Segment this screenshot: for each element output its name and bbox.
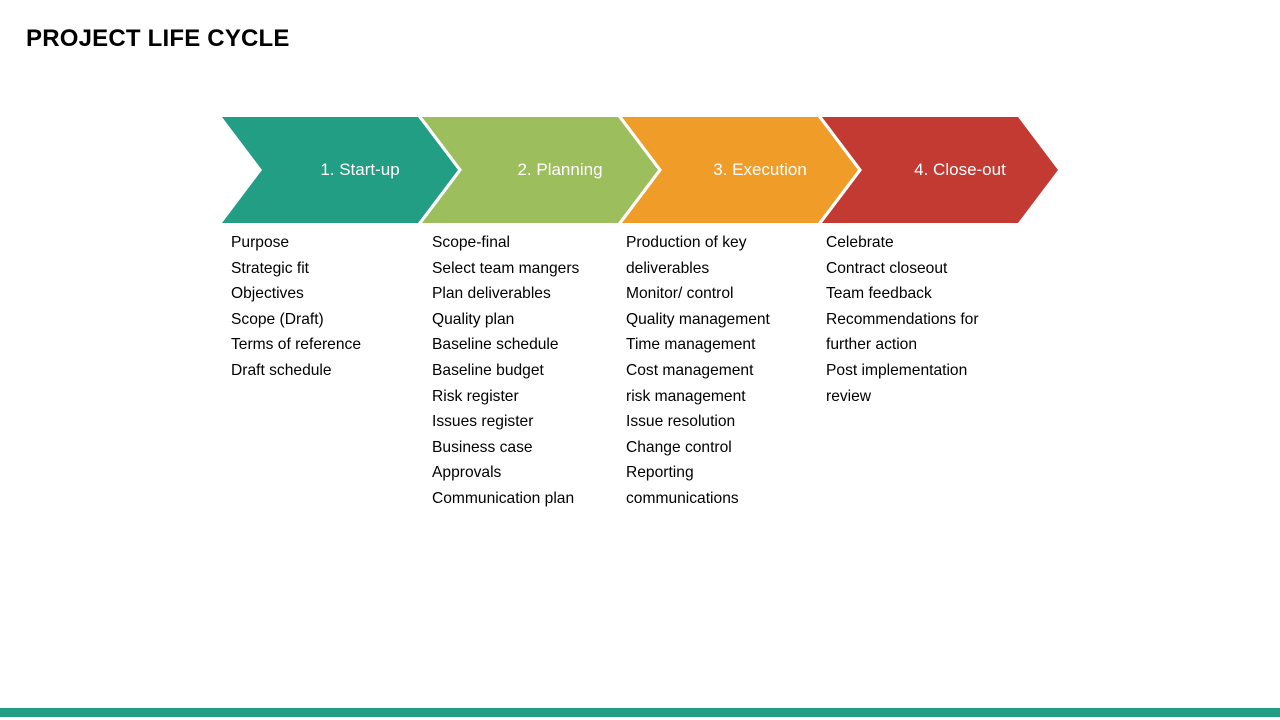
phase-detail-item: Change control xyxy=(626,438,732,456)
chevron-arrow-icon xyxy=(222,117,458,223)
phase-detail-item: Production of key deliverables xyxy=(626,234,747,277)
phase-chevron-label: 1. Start-up xyxy=(320,160,400,179)
chevron-arrow-icon xyxy=(422,117,658,223)
phase-detail-item: Business case xyxy=(432,438,533,456)
phase-detail-item: Scope (Draft) xyxy=(231,310,324,328)
phase-detail-item: Post implementation review xyxy=(826,361,968,405)
phase-detail-item: Celebrate xyxy=(826,234,894,251)
phase-detail-item: Approvals xyxy=(432,464,502,482)
phase-detail-item: Purpose xyxy=(231,234,290,251)
phase-chevron-planning[interactable]: 2. Planning xyxy=(422,117,658,223)
chevron-arrow-icon xyxy=(622,117,858,223)
phase-chevron-label: 3. Execution xyxy=(713,160,807,179)
phase-detail-item: Recommendations for further action xyxy=(826,310,979,354)
phase-detail-item: Quality plan xyxy=(432,310,515,328)
phase-chevron-closeout[interactable]: 4. Close-out xyxy=(822,117,1058,223)
phase-detail-item: Select team mangers xyxy=(432,259,580,277)
phase-detail-item: Baseline budget xyxy=(432,361,544,379)
phase-detail-item: Draft schedule xyxy=(231,361,332,379)
phase-detail-item: Strategic fit xyxy=(231,259,309,277)
phase-chevron-label: 4. Close-out xyxy=(914,160,1006,179)
phase-detail-item: communications xyxy=(626,489,739,507)
page-title: PROJECT LIFE CYCLE xyxy=(26,25,290,52)
phase-detail-item: Communication plan xyxy=(432,489,575,507)
phase-detail-item: Monitor/ control xyxy=(626,285,734,303)
phase-detail-item: Scope-final xyxy=(432,234,511,251)
phase-detail-item: Baseline schedule xyxy=(432,336,559,354)
phase-detail-item: Objectives xyxy=(231,285,304,303)
phase-detail-item: risk management xyxy=(626,387,746,405)
phase-detail-item: Time management xyxy=(626,336,756,354)
phase-detail-item: Issues register xyxy=(432,413,534,431)
phase-detail-item: Plan deliverables xyxy=(432,285,551,303)
phase-detail-item: Team feedback xyxy=(826,285,932,303)
chevron-arrow-icon xyxy=(822,117,1058,223)
phase-detail-item: Quality management xyxy=(626,310,770,328)
phase-chevron-startup[interactable]: 1. Start-up xyxy=(222,117,458,223)
phase-detail-item: Risk register xyxy=(432,387,519,405)
bottom-accent-bar xyxy=(0,708,1280,717)
phase-detail-item: Reporting xyxy=(626,464,694,482)
project-phase-chevron-band: 1. Start-up 2. Planning 3. Execution 4. … xyxy=(0,117,1280,223)
phase-detail-item: Cost management xyxy=(626,361,754,379)
phase-chevron-label: 2. Planning xyxy=(517,160,603,179)
phase-detail-item: Contract closeout xyxy=(826,259,948,277)
phase-detail-item: Issue resolution xyxy=(626,413,736,431)
phase-detail-item: Terms of reference xyxy=(231,336,361,354)
phase-chevron-execution[interactable]: 3. Execution xyxy=(622,117,858,223)
